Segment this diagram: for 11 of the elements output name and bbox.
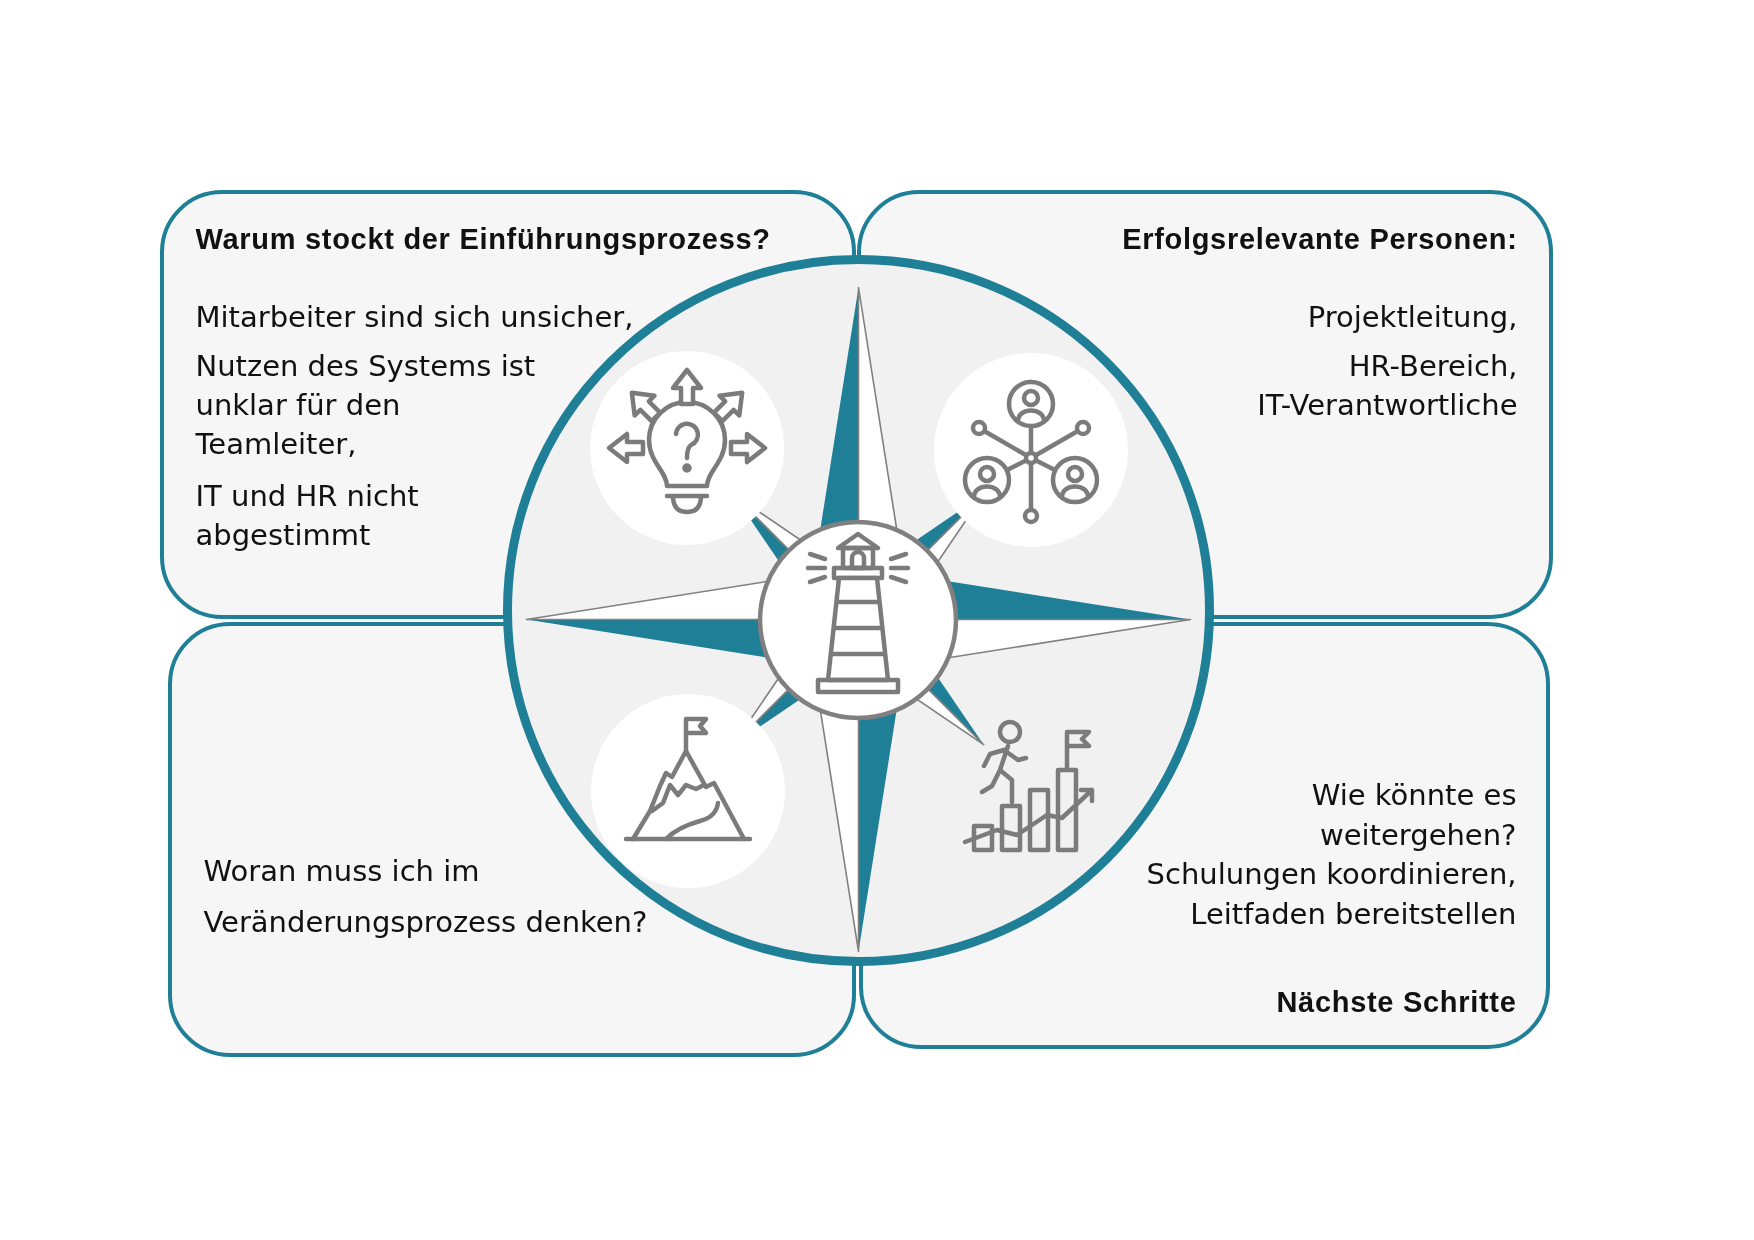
panel-text: HR-Bereich, IT-Verantwortliche	[1256, 347, 1518, 424]
panel-heading: Nächste Schritte	[1275, 984, 1517, 1020]
panel-heading: Warum stockt der Einführungsprozess?	[195, 221, 772, 257]
panel-text: IT und HR nicht abgestimmt	[195, 477, 420, 554]
panel-text: Nutzen des Systems ist unklar für den Teamleiter,	[195, 347, 537, 463]
panel-text: Woran muss ich im Veränderungsprozess denken?	[203, 852, 649, 941]
panel-heading: Erfolgsrelevante Personen:	[1121, 221, 1518, 257]
panel-text: Wie könnte es weitergehen?	[1310, 776, 1517, 854]
panel-text: Projektleitung,	[1306, 298, 1518, 336]
panel-text: Mitarbeiter sind sich unsicher,	[195, 298, 635, 336]
panel-text: Schulungen koordinieren, Leitfaden bereitstellen	[1145, 855, 1517, 933]
